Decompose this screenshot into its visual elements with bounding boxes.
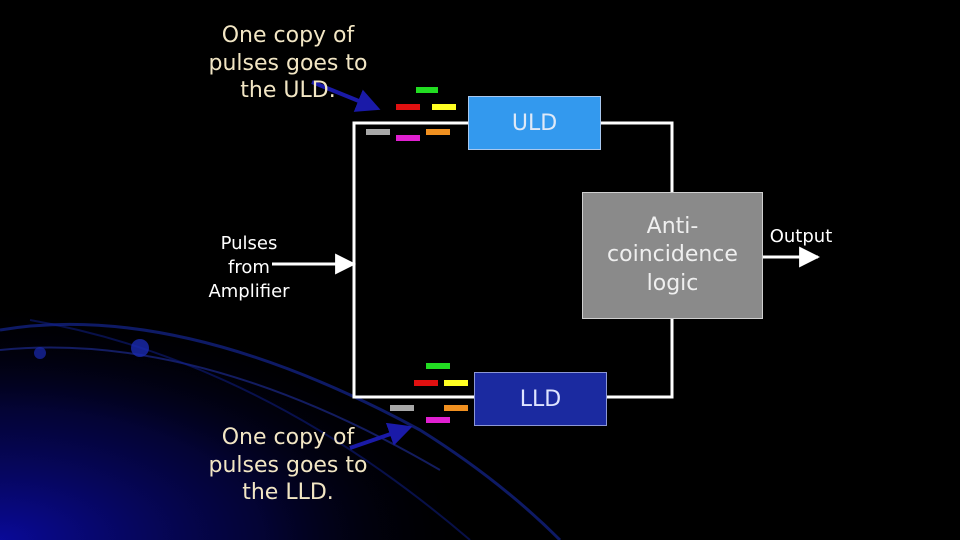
pulse-bar-green (416, 87, 438, 93)
input-label: Pulses from Amplifier (196, 232, 302, 304)
lld-label: LLD (519, 386, 562, 412)
uld-label: ULD (511, 110, 558, 136)
input-label-line: Pulses (220, 233, 278, 254)
uld-note: One copy of pulses goes to the ULD. (198, 22, 378, 105)
pulse-bars-uld (366, 87, 456, 141)
background-decoration (0, 300, 562, 540)
pulse-bars-lld (390, 363, 468, 423)
pulse-bar-orange (444, 405, 468, 411)
input-label-line: Amplifier (208, 281, 290, 302)
lld-block: LLD (474, 372, 607, 426)
pulse-bar-magenta (396, 135, 420, 141)
uld-note-line: the ULD. (240, 78, 336, 103)
lld-note-line: One copy of (221, 425, 355, 450)
output-label: Output (769, 226, 833, 247)
pulse-bar-yellow (432, 104, 456, 110)
lld-note-line: pulses goes to (208, 452, 368, 478)
lld-callout-arrow (349, 422, 413, 450)
lld-note: One copy of pulses goes to the LLD. (198, 424, 378, 507)
uld-note-line: One copy of (221, 23, 355, 48)
pulse-bar-yellow (444, 380, 468, 386)
lld-note-line: the LLD. (242, 480, 334, 505)
pulse-bar-gray (366, 129, 390, 135)
pulse-bar-green (426, 363, 450, 369)
pulse-bar-red (396, 104, 420, 110)
uld-callout-arrow (311, 80, 381, 112)
pulse-bar-gray (390, 405, 414, 411)
uld-block: ULD (468, 96, 601, 150)
anticoincidence-label-line: Anti- (646, 213, 699, 239)
input-label-line: from (228, 257, 270, 278)
uld-note-line: pulses goes to (208, 50, 368, 76)
pulse-bar-orange (426, 129, 450, 135)
pulse-bar-red (414, 380, 438, 386)
pulse-bar-magenta (426, 417, 450, 423)
anticoincidence-label-line: logic (646, 270, 699, 296)
anticoincidence-block: Anti- coincidence logic (582, 192, 763, 319)
anticoincidence-label-line: coincidence (607, 242, 738, 268)
